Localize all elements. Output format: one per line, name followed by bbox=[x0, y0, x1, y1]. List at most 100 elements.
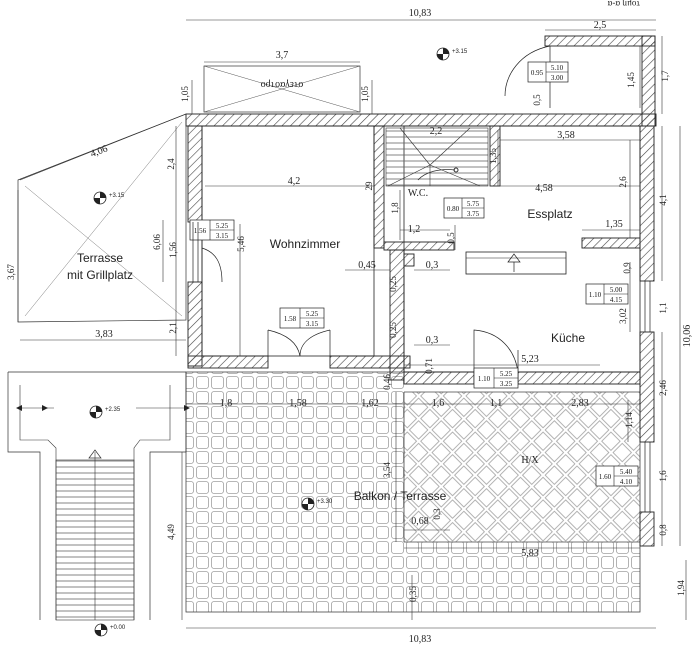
room-wc: W.C. bbox=[408, 188, 428, 199]
level-marker-ground: +0.00 bbox=[94, 623, 126, 637]
dim-1-35-b: 1,35 bbox=[605, 219, 623, 230]
window-tag-bottom: 3.25 bbox=[500, 380, 513, 388]
dim-0-9: 0,9 bbox=[622, 262, 632, 274]
dim-1-56: 1,56 bbox=[168, 242, 178, 258]
level-marker-top: +3.15 bbox=[436, 47, 468, 61]
level-marker-terrasse: +3.15 bbox=[93, 191, 125, 205]
dim-1-35-a: 1,35 bbox=[488, 148, 498, 164]
dim-3-02: 3,02 bbox=[618, 308, 628, 324]
window-tag-code: 0.95 bbox=[531, 69, 544, 77]
dim-bottom-total: 10,83 bbox=[409, 634, 432, 645]
window-tag-bottom: 3.15 bbox=[306, 320, 319, 328]
dim-5-83: 5,83 bbox=[521, 548, 539, 559]
stegastro-label: στεγαστρο bbox=[261, 79, 304, 90]
room-labels: Wohnzimmer W.C. Essplatz Küche Balkon / … bbox=[270, 188, 586, 503]
dim-2-6: 2,6 bbox=[618, 176, 628, 188]
dim-2-1: 2,1 bbox=[168, 322, 178, 333]
level-balkon-label: +3.30 bbox=[317, 499, 333, 505]
dim-29: 29 bbox=[364, 181, 374, 191]
level-ground-label: +0.00 bbox=[110, 625, 126, 631]
dim-b-1-1: 1,1 bbox=[490, 398, 503, 409]
windows bbox=[192, 222, 651, 512]
window-tag-bottom: 3.15 bbox=[216, 232, 229, 240]
dim-3-83: 3,83 bbox=[95, 329, 113, 340]
dim-4-2: 4,2 bbox=[288, 176, 301, 187]
dim-b-1-8: 1,8 bbox=[220, 398, 233, 409]
window-tag-top: 5.25 bbox=[500, 370, 513, 378]
dim-4-49: 4,49 bbox=[166, 524, 176, 540]
dim-1-6-r: 1,6 bbox=[658, 470, 668, 482]
window-tags: 0.95 5.10 3.00 0.80 5.75 3.75 1.56 5.25 … bbox=[189, 61, 639, 487]
dim-3-54: 3,54 bbox=[382, 462, 392, 478]
window-tag: 1.60 5.40 4.10 bbox=[595, 465, 639, 487]
dimension-labels: 10,83 10,83 10,06 2,5 3,7 1,05 1,05 1,45… bbox=[6, 8, 693, 645]
window-tag: 1.56 5.25 3.15 bbox=[189, 219, 235, 241]
room-kueche: Küche bbox=[551, 331, 585, 345]
dim-right-total: 10,06 bbox=[682, 325, 693, 348]
dim-4-58: 4,58 bbox=[535, 183, 553, 194]
window-tag-code: 1.56 bbox=[194, 227, 207, 235]
window-tag: 1.10 5.00 4.15 bbox=[585, 283, 629, 305]
dim-0-68: 0,68 bbox=[411, 516, 429, 527]
dim-0-46: 0,46 bbox=[382, 374, 392, 390]
room-wohnzimmer: Wohnzimmer bbox=[270, 237, 340, 251]
window-tag-top: 5.25 bbox=[306, 310, 319, 318]
window-tag-bottom: 3.75 bbox=[467, 210, 480, 218]
dim-top-total: 10,83 bbox=[409, 8, 432, 19]
dim-0-3-c: 0,3 bbox=[432, 508, 442, 520]
window-tag-top: 5.75 bbox=[467, 200, 480, 208]
window-tag: 0.80 5.75 3.75 bbox=[443, 197, 485, 219]
window-tag: 0.95 5.10 3.00 bbox=[527, 61, 569, 83]
dim-2-4: 2,4 bbox=[166, 158, 176, 170]
window-tag: 1.58 5.25 3.15 bbox=[279, 307, 325, 329]
window-tag-top: 5.10 bbox=[551, 64, 564, 72]
dim-6-06: 6,06 bbox=[152, 234, 162, 250]
dim-0-25-b: 0,25 bbox=[388, 322, 398, 338]
dim-0-5-top: 0,5 bbox=[532, 94, 542, 106]
dim-3-58: 3,58 bbox=[557, 130, 575, 141]
dim-1-1: 1,1 bbox=[658, 302, 668, 313]
dim-4-06: 4,06 bbox=[89, 143, 109, 160]
dim-b-1-58: 1,58 bbox=[289, 398, 307, 409]
dim-3-7: 3,7 bbox=[276, 50, 289, 61]
terrasse-label-1: Terrasse bbox=[77, 251, 123, 265]
dim-0-3-b: 0,3 bbox=[426, 335, 439, 346]
room-balkon: Balkon / Terrasse bbox=[354, 489, 447, 503]
dim-b-2-83: 2,83 bbox=[571, 398, 589, 409]
window-tag-top: 5.00 bbox=[610, 286, 623, 294]
window-tag-top: 5.25 bbox=[216, 222, 229, 230]
window-tag-code: 0.80 bbox=[447, 205, 460, 213]
dim-5-46: 5,46 bbox=[236, 236, 246, 252]
window-tag-bottom: 4.15 bbox=[610, 296, 623, 304]
level-marker-balkon: +3.30 bbox=[301, 497, 333, 511]
dim-1-8: 1,8 bbox=[390, 202, 400, 214]
dim-1-7: 1,7 bbox=[660, 70, 670, 82]
dim-3-67: 3,67 bbox=[6, 264, 16, 280]
terrasse-label-2: mit Grillplatz bbox=[67, 268, 133, 282]
staircase bbox=[385, 127, 489, 187]
window-tag-code: 1.58 bbox=[284, 315, 297, 323]
dim-1-45: 1,45 bbox=[626, 72, 636, 88]
dim-1-05-right: 1,05 bbox=[360, 86, 370, 102]
window-tag-code: 1.60 bbox=[599, 473, 612, 481]
dim-b-1-62: 1,62 bbox=[361, 398, 379, 409]
level-mid-label: +2.35 bbox=[105, 407, 121, 413]
window-tag-top: 5.40 bbox=[620, 468, 633, 476]
section-label: τομη α-α bbox=[607, 0, 640, 9]
dim-0-25-a: 0,25 bbox=[388, 276, 398, 292]
dim-0-35: 0,35 bbox=[408, 586, 418, 602]
stegastro: στεγαστρο bbox=[203, 65, 361, 113]
outdoor-stairs bbox=[7, 371, 187, 621]
dim-2-46: 2,46 bbox=[658, 380, 668, 396]
dimension-lines bbox=[17, 19, 687, 629]
level-marker-mid: +2.35 bbox=[89, 405, 121, 419]
level-markers: +3.15 +3.15 +2.35 +3.30 +0.00 bbox=[89, 47, 468, 637]
level-terrasse-label: +3.15 bbox=[109, 193, 125, 199]
dim-b-1-6: 1,6 bbox=[432, 398, 445, 409]
dim-5-23: 5,23 bbox=[521, 354, 539, 365]
window-tag-bottom: 3.00 bbox=[551, 74, 564, 82]
dim-0-5-mid: 0,5 bbox=[446, 232, 456, 244]
dim-1-2: 1,2 bbox=[408, 224, 421, 235]
dim-1-94: 1,94 bbox=[676, 580, 686, 596]
